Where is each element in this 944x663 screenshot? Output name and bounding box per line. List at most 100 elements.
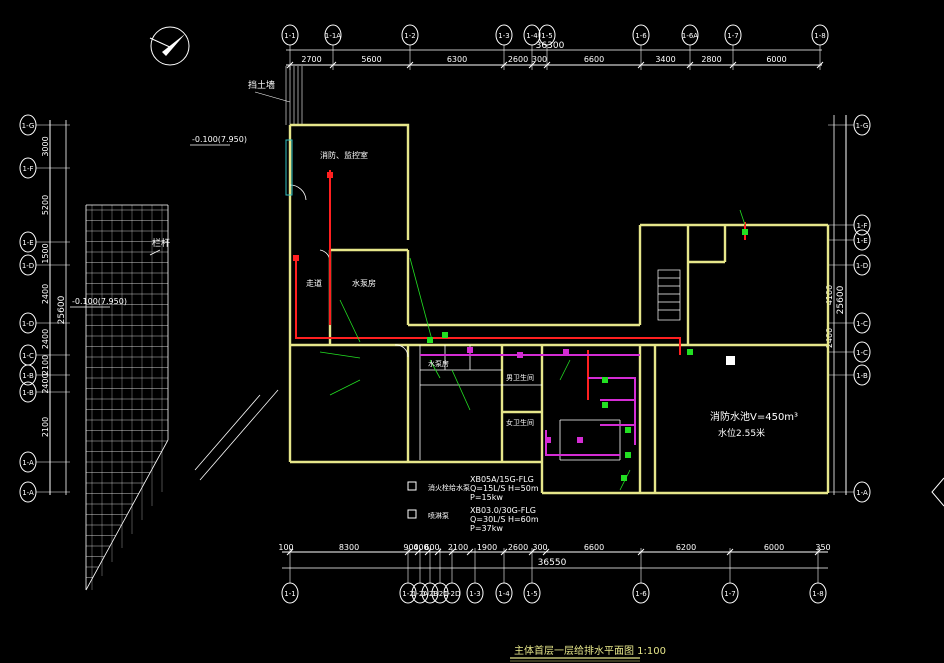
svg-text:1-A: 1-A	[22, 489, 34, 497]
bottom-dim-7: 2600	[508, 543, 528, 552]
bottom-dim-6: 1900	[477, 543, 497, 552]
left-dim-2: 1500	[41, 243, 50, 263]
svg-text:1-6: 1-6	[635, 32, 647, 40]
top-axis-3: 1-3	[495, 24, 513, 46]
room-label-fire-control: 消防、监控室	[320, 150, 368, 160]
bottom-axis-6: 1-3	[466, 582, 484, 604]
pipe-mark-13	[687, 349, 693, 355]
left-axis-1: 1-F	[19, 157, 37, 179]
svg-text:1-F: 1-F	[22, 165, 33, 173]
retaining-wall-hatch	[254, 66, 303, 125]
svg-text:1-D: 1-D	[856, 262, 868, 270]
left-dim-1: 5200	[41, 195, 50, 215]
room-label-b: 男卫生间	[506, 373, 534, 382]
svg-text:1-E: 1-E	[22, 239, 33, 247]
elevation-label-mid: -0.100(7.950)	[72, 297, 127, 306]
right-axis-6: 1-B	[853, 364, 871, 386]
elevation-label-top: -0.100(7.950)	[192, 135, 247, 144]
bottom-axis-10: 1-7	[721, 582, 739, 604]
svg-text:1-1: 1-1	[284, 32, 295, 40]
right-axis-3: 1-D	[853, 254, 871, 276]
left-total-dim: 25600	[57, 295, 67, 324]
svg-text:1-8: 1-8	[812, 590, 823, 598]
svg-text:1-G: 1-G	[856, 122, 869, 130]
pipe-mark-4	[467, 347, 473, 353]
svg-text:1-3: 1-3	[498, 32, 509, 40]
room-label-pump: 水泵房	[352, 278, 376, 288]
bottom-dim-11: 6000	[764, 543, 784, 552]
stair	[657, 269, 681, 321]
left-dim-0: 3000	[41, 136, 50, 156]
left-dim-5: 2100	[41, 355, 50, 375]
bottom-tick-9	[542, 548, 550, 556]
interior-partitions	[289, 184, 621, 461]
pipe-mark-2	[427, 337, 433, 343]
right-axis-7: 1-A	[853, 481, 871, 503]
bottom-dim-2: 900	[403, 543, 418, 552]
svg-text:1-F: 1-F	[856, 222, 867, 230]
cyan-door	[285, 139, 293, 196]
bottom-tick-6	[466, 548, 474, 556]
left-dim-6: 2400	[41, 373, 50, 393]
top-dim-4: 300	[532, 55, 547, 64]
top-axis-0: 1-1	[281, 24, 299, 46]
legend-title-2: XB03.0/30G-FLG	[470, 506, 536, 515]
bottom-dim-1: 8300	[339, 543, 359, 552]
svg-text:1-G: 1-G	[22, 122, 35, 130]
svg-text:1-6: 1-6	[635, 590, 647, 598]
bottom-axis-11: 1-8	[809, 582, 827, 604]
railing-label: 栏杆	[152, 237, 170, 249]
svg-text:1-B: 1-B	[22, 372, 34, 380]
retaining-wall-label: 挡土墙	[248, 79, 275, 91]
svg-text:1-1A: 1-1A	[325, 32, 341, 40]
bottom-dim-5: 2100	[448, 543, 468, 552]
top-total-dim: 36300	[536, 41, 565, 51]
svg-text:1-B: 1-B	[22, 389, 34, 397]
svg-text:1-D: 1-D	[22, 320, 34, 328]
svg-text:1-A: 1-A	[856, 489, 868, 497]
svg-text:1-2C: 1-2C	[432, 590, 448, 598]
svg-text:1-5: 1-5	[526, 590, 537, 598]
pump-legend: 消火栓给水泵 XB05A/15G-FLG Q=15L/S H=50m P=15k…	[407, 475, 539, 533]
legend-desc-2: 喷淋泵	[428, 511, 449, 520]
top-dim-6: 3400	[655, 55, 675, 64]
pipe-mark-0	[327, 172, 333, 178]
room-label-corridor: 走道	[306, 278, 322, 288]
legend-line1-2: Q=30L/S H=60m	[470, 515, 539, 524]
building-walls	[288, 123, 830, 495]
pipe-mark-11	[621, 475, 627, 481]
svg-text:1-B: 1-B	[856, 372, 868, 380]
svg-text:1-2: 1-2	[402, 590, 413, 598]
pipe-mark-7	[602, 377, 608, 383]
svg-text:1-5: 1-5	[541, 32, 552, 40]
bottom-dim-4: 600	[424, 543, 439, 552]
room-label-c: 女卫生间	[506, 418, 534, 427]
room-label-a: 水泵房	[428, 359, 449, 368]
top-axis-8: 1-7	[724, 24, 742, 46]
bottom-axis-7: 1-4	[495, 582, 513, 604]
left-axis-bubbles: 1-G1-F1-E1-D1-D1-C1-B1-B1-A1-A	[19, 114, 70, 503]
right-dim-0: 4100	[825, 285, 834, 305]
svg-text:1-E: 1-E	[856, 237, 867, 245]
svg-text:1-C: 1-C	[856, 349, 868, 357]
bottom-axis-5: 1-2D	[443, 582, 461, 604]
drawing-title: 主体首层一层给排水平面图 1:100	[514, 644, 666, 657]
svg-text:1-C: 1-C	[856, 320, 868, 328]
pipe-mark-8	[602, 402, 608, 408]
equipment-square	[726, 356, 735, 365]
left-axis-3: 1-D	[19, 254, 37, 276]
svg-text:1-2D: 1-2D	[444, 590, 461, 598]
right-axis-bubbles: 1-G 1-F 1-E 1-D 1-C 1-C 1-B 1-A	[828, 114, 871, 503]
svg-text:1-3: 1-3	[469, 590, 480, 598]
svg-text:1-1: 1-1	[284, 590, 295, 598]
top-dim-8: 6000	[766, 55, 786, 64]
pipe-mark-3	[442, 332, 448, 338]
top-axis-7: 1-6A	[681, 24, 699, 46]
svg-text:1-7: 1-7	[724, 590, 735, 598]
